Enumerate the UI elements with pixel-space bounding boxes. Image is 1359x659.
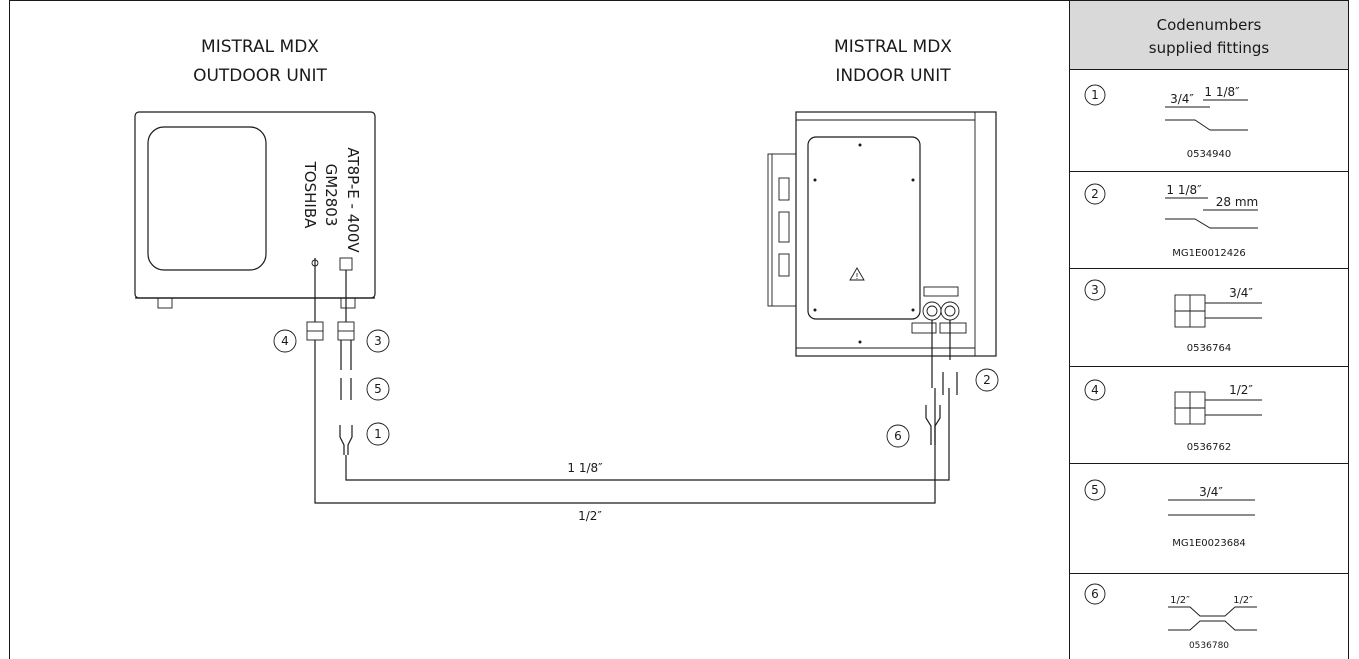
fitting-item-6: 6 1/2″ 1/2″ 0536780 bbox=[1084, 583, 1257, 651]
outdoor-subtitle: OUTDOOR UNIT bbox=[193, 66, 327, 86]
outdoor-title: MISTRAL MDX bbox=[201, 37, 319, 57]
fitting-item-1: 1 3/4″ 1 1/8″ 0534940 bbox=[1084, 84, 1248, 160]
callout-2: 2 bbox=[975, 368, 999, 392]
panel-grid bbox=[1070, 69, 1349, 574]
suction-pipe-label: 1 1/8″ bbox=[567, 461, 603, 475]
svg-text:3/4″: 3/4″ bbox=[1170, 92, 1194, 106]
svg-text:0536764: 0536764 bbox=[1187, 343, 1232, 354]
panel-header-line1: Codenumbers bbox=[1157, 16, 1262, 34]
svg-text:3: 3 bbox=[1091, 283, 1099, 297]
svg-text:!: ! bbox=[855, 272, 858, 281]
svg-text:2: 2 bbox=[1091, 187, 1099, 201]
callout-3: 3 bbox=[366, 329, 390, 353]
indoor-title: MISTRAL MDX bbox=[834, 37, 952, 57]
svg-text:1: 1 bbox=[374, 427, 382, 441]
callout-4: 4 bbox=[273, 329, 297, 353]
svg-text:MG1E0023684: MG1E0023684 bbox=[1172, 538, 1246, 549]
panel-header-bg bbox=[1070, 1, 1348, 69]
svg-text:3/4″: 3/4″ bbox=[1229, 286, 1253, 300]
outdoor-model: GM2803 bbox=[322, 164, 340, 227]
outdoor-brand: TOSHIBA bbox=[301, 161, 319, 229]
suction-pipe bbox=[345, 388, 950, 481]
svg-text:MG1E0012426: MG1E0012426 bbox=[1172, 248, 1246, 259]
indoor-subtitle: INDOOR UNIT bbox=[835, 66, 951, 86]
svg-text:2: 2 bbox=[983, 373, 991, 387]
fitting-item-3: 3 3/4″ 0536764 bbox=[1084, 279, 1262, 354]
fitting-item-2: 2 1 1/8″ 28 mm MG1E0012426 bbox=[1084, 183, 1258, 259]
svg-text:28 mm: 28 mm bbox=[1216, 195, 1258, 209]
svg-text:5: 5 bbox=[1091, 483, 1099, 497]
outdoor-spec: AT8P-E - 400V bbox=[344, 147, 362, 253]
callout-6: 6 bbox=[886, 424, 910, 448]
outdoor-fittings bbox=[306, 272, 355, 455]
svg-text:0536780: 0536780 bbox=[1189, 641, 1229, 651]
svg-text:0534940: 0534940 bbox=[1187, 149, 1232, 160]
outer-frame bbox=[9, 0, 1349, 659]
svg-text:4: 4 bbox=[281, 334, 289, 348]
indoor-fittings bbox=[925, 320, 958, 445]
svg-text:1 1/8″: 1 1/8″ bbox=[1166, 183, 1202, 197]
outdoor-unit-drawing bbox=[134, 111, 376, 309]
svg-text:1/2″: 1/2″ bbox=[1233, 595, 1253, 606]
fitting-item-5: 5 3/4″ MG1E0023684 bbox=[1084, 479, 1255, 549]
svg-text:3: 3 bbox=[374, 334, 382, 348]
liquid-pipe bbox=[314, 372, 936, 504]
svg-text:5: 5 bbox=[374, 382, 382, 396]
svg-text:1/2″: 1/2″ bbox=[1229, 383, 1253, 397]
panel-header-line2: supplied fittings bbox=[1149, 39, 1270, 57]
svg-text:0536762: 0536762 bbox=[1187, 442, 1232, 453]
svg-text:3/4″: 3/4″ bbox=[1199, 485, 1223, 499]
callout-5: 5 bbox=[366, 377, 390, 401]
svg-text:6: 6 bbox=[1091, 587, 1099, 601]
svg-text:1 1/8″: 1 1/8″ bbox=[1204, 85, 1240, 99]
svg-text:1: 1 bbox=[1091, 88, 1099, 102]
indoor-unit-drawing: ! bbox=[767, 111, 997, 357]
liquid-pipe-label: 1/2″ bbox=[578, 509, 602, 523]
svg-text:1/2″: 1/2″ bbox=[1170, 595, 1190, 606]
fitting-item-4: 4 1/2″ 0536762 bbox=[1084, 379, 1262, 453]
svg-text:4: 4 bbox=[1091, 383, 1099, 397]
svg-text:6: 6 bbox=[894, 429, 902, 443]
callout-1: 1 bbox=[366, 422, 390, 446]
